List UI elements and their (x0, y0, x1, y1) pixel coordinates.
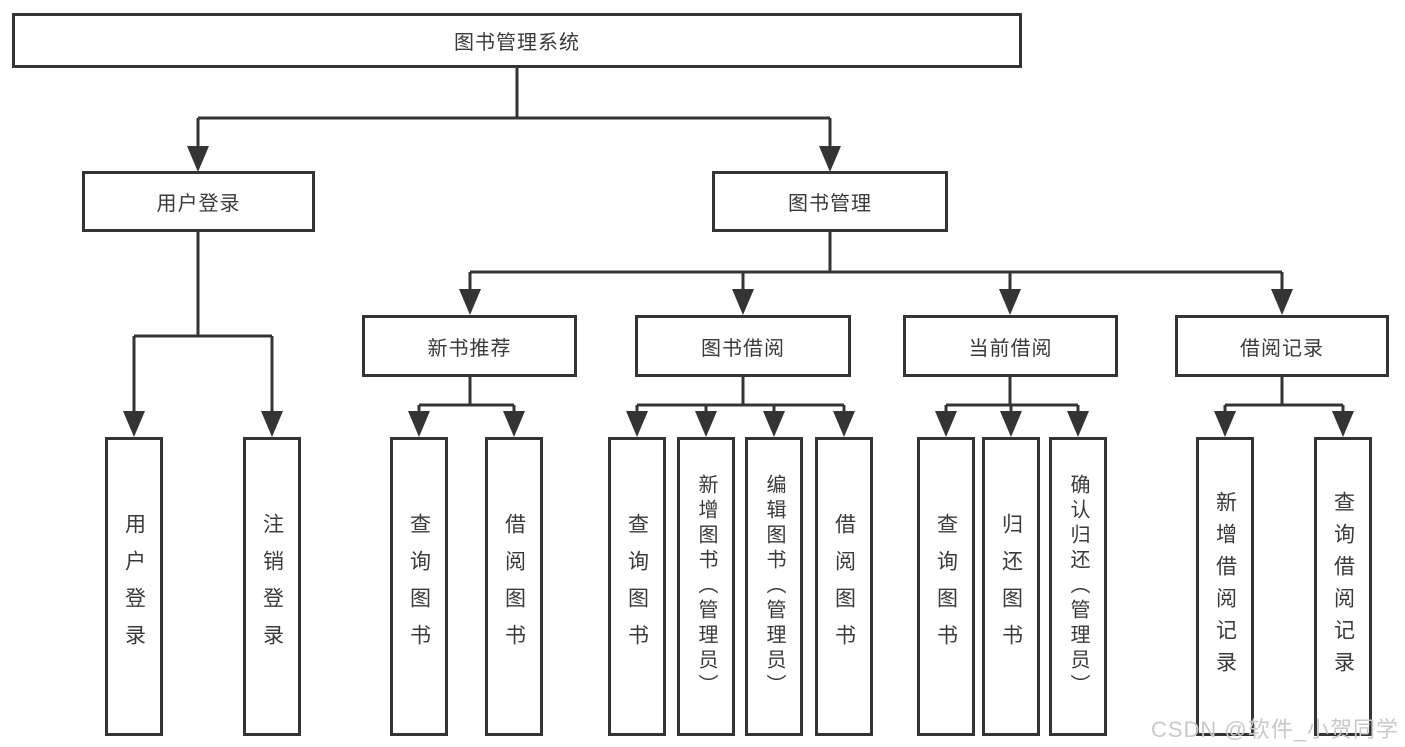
leaf-newbook-query-books-label: 查询图书 (407, 512, 431, 661)
leaf-newbook-borrow-books-label: 借阅图书 (502, 512, 526, 661)
leaf-borrow-add-books-admin: 新增图书（管理员） (677, 437, 735, 736)
leaf-borrow-edit-books-admin-label: 编辑图书（管理员） (763, 474, 785, 699)
node-user-login: 用户登录 (82, 171, 315, 232)
node-book-management: 图书管理 (712, 171, 948, 232)
node-current-borrow: 当前借阅 (903, 315, 1118, 377)
leaf-logout: 注销登录 (243, 437, 301, 736)
csdn-watermark: CSDN @软件_小贺同学 (1150, 717, 1399, 742)
leaf-current-confirm-return-admin: 确认归还（管理员） (1049, 437, 1107, 736)
leaf-records-query-record: 查询借阅记录 (1314, 437, 1372, 736)
leaf-borrow-add-books-admin-label: 新增图书（管理员） (695, 474, 717, 699)
leaf-newbook-borrow-books: 借阅图书 (485, 437, 543, 736)
leaf-borrow-borrow-books-label: 借阅图书 (832, 512, 856, 661)
node-new-book-recommend: 新书推荐 (362, 315, 577, 377)
node-new-book-recommend-label: 新书推荐 (427, 337, 512, 360)
leaf-newbook-query-books: 查询图书 (390, 437, 448, 736)
leaf-borrow-query-books-label: 查询图书 (625, 512, 649, 661)
leaf-user-login: 用户登录 (105, 437, 163, 736)
leaf-records-add-record: 新增借阅记录 (1196, 437, 1254, 736)
leaf-borrow-query-books: 查询图书 (608, 437, 666, 736)
node-book-borrow-label: 图书借阅 (701, 337, 785, 360)
leaf-records-add-record-label: 新增借阅记录 (1213, 490, 1237, 683)
node-user-login-label: 用户登录 (156, 193, 241, 215)
leaf-current-return-books: 归还图书 (982, 437, 1040, 736)
leaf-current-query-books-label: 查询图书 (934, 512, 958, 661)
node-current-borrow-label: 当前借阅 (968, 337, 1053, 360)
leaf-borrow-borrow-books: 借阅图书 (815, 437, 873, 736)
node-borrow-records: 借阅记录 (1175, 315, 1389, 377)
node-root-label: 图书管理系统 (454, 32, 580, 54)
node-borrow-records-label: 借阅记录 (1240, 337, 1324, 360)
leaf-borrow-edit-books-admin: 编辑图书（管理员） (745, 437, 803, 736)
node-root: 图书管理系统 (12, 13, 1022, 68)
leaf-current-query-books: 查询图书 (917, 437, 975, 736)
node-book-management-label: 图书管理 (788, 193, 872, 215)
node-book-borrow: 图书借阅 (635, 315, 851, 377)
leaf-logout-label: 注销登录 (260, 512, 284, 661)
leaf-records-query-record-label: 查询借阅记录 (1331, 490, 1355, 683)
arrowheads (123, 146, 1354, 437)
leaf-user-login-label: 用户登录 (122, 512, 146, 661)
leaf-current-confirm-return-admin-label: 确认归还（管理员） (1067, 474, 1089, 699)
leaf-current-return-books-label: 归还图书 (999, 512, 1023, 661)
